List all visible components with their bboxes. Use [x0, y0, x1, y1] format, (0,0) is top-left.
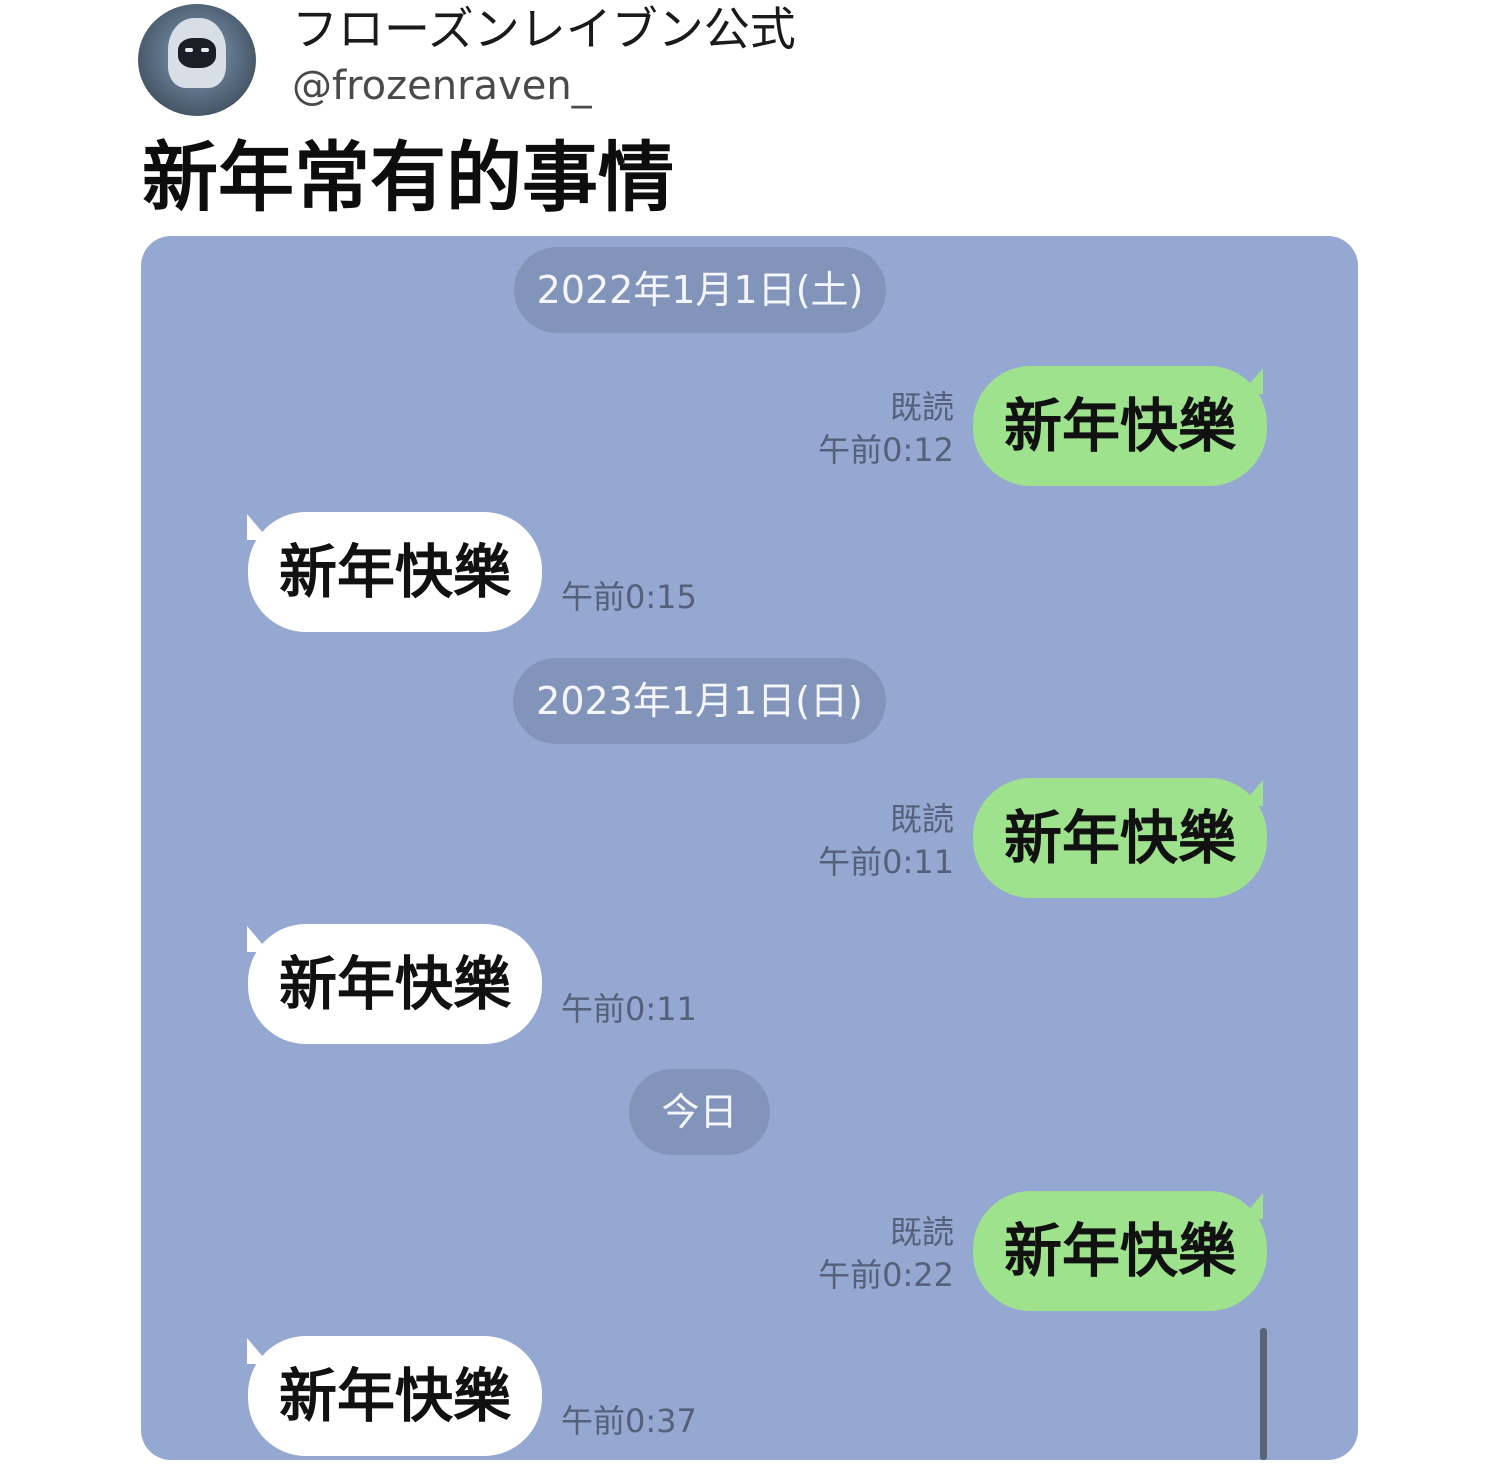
message-time: 午前0:22 [818, 1256, 954, 1294]
sent-message-bubble[interactable]: 新年快樂 [973, 778, 1267, 898]
avatar-face [178, 38, 216, 68]
bubble-tail [247, 514, 269, 540]
received-message-bubble[interactable]: 新年快樂 [248, 512, 542, 632]
message-time: 午前0:37 [561, 1402, 697, 1440]
tweet-header: フローズンレイブン公式 @frozenraven_ 新年常有的事情 [0, 0, 1496, 230]
date-separator-2023: 2023年1月1日(日) [513, 658, 886, 744]
message-time: 午前0:11 [818, 843, 954, 881]
user-handle[interactable]: @frozenraven_ [292, 63, 592, 109]
message-time: 午前0:12 [818, 431, 954, 469]
bubble-tail [1241, 780, 1263, 806]
date-separator-2022: 2022年1月1日(土) [514, 247, 886, 333]
message-time: 午前0:15 [561, 578, 697, 616]
display-name[interactable]: フローズンレイブン公式 [292, 2, 796, 56]
message-time: 午前0:11 [561, 990, 697, 1028]
sent-message-bubble[interactable]: 新年快樂 [973, 1191, 1267, 1311]
avatar-eye-left [185, 48, 193, 52]
sent-message-bubble[interactable]: 新年快樂 [973, 366, 1267, 486]
bubble-tail [247, 926, 269, 952]
chat-screenshot: 2022年1月1日(土) 既読 午前0:12 新年快樂 新年快樂 午前0:15 … [141, 236, 1358, 1460]
bubble-tail [1241, 1193, 1263, 1219]
bubble-tail [1241, 368, 1263, 394]
avatar-eye-right [201, 48, 209, 52]
avatar[interactable] [138, 4, 256, 116]
date-separator-today: 今日 [629, 1069, 770, 1155]
scrollbar[interactable] [1260, 1328, 1267, 1460]
read-receipt: 既読 [889, 388, 954, 426]
received-message-bubble[interactable]: 新年快樂 [248, 924, 542, 1044]
chat-log: 2022年1月1日(土) 既読 午前0:12 新年快樂 新年快樂 午前0:15 … [141, 236, 1358, 1460]
bubble-tail [247, 1338, 269, 1364]
tweet-text: 新年常有的事情 [142, 133, 674, 222]
read-receipt: 既読 [889, 800, 954, 838]
read-receipt: 既読 [889, 1213, 954, 1251]
received-message-bubble[interactable]: 新年快樂 [248, 1336, 542, 1456]
